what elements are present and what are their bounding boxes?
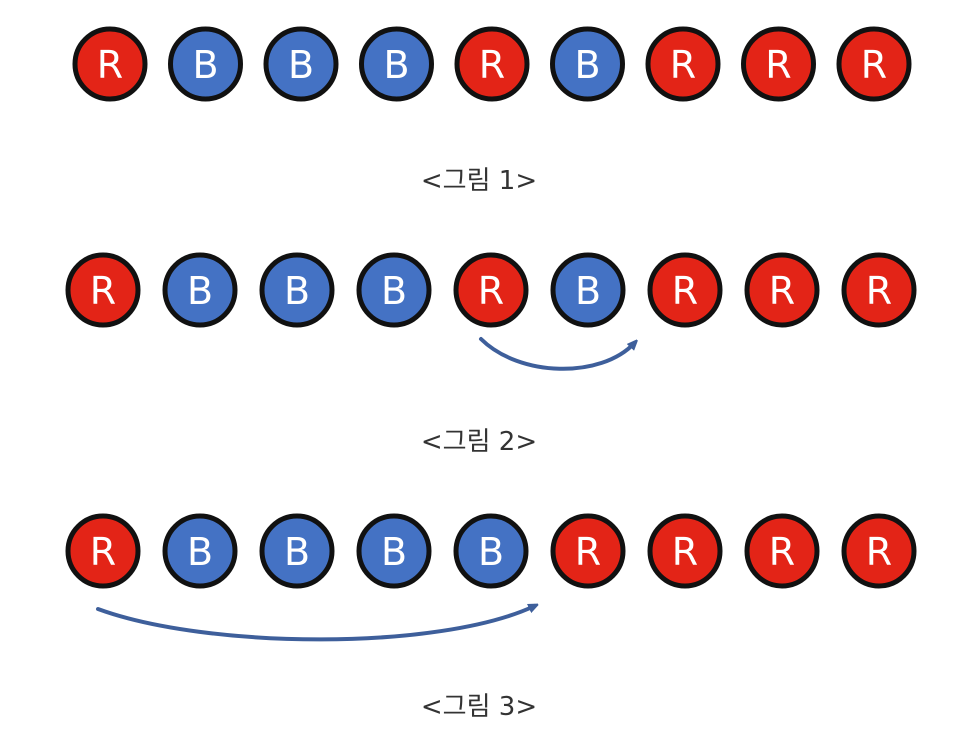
ball-letter: R — [479, 43, 505, 87]
ball-b: B — [359, 26, 434, 102]
ball-circle — [162, 513, 238, 589]
ball-letter: R — [866, 530, 892, 574]
ball-letter: B — [381, 269, 407, 313]
ball-r: R — [744, 252, 820, 328]
figure-2-move-arrow — [479, 337, 635, 371]
ball-r: R — [647, 252, 723, 328]
ball-circle — [741, 26, 816, 102]
ball-letter: B — [284, 530, 310, 574]
ball-circle — [841, 252, 917, 328]
ball-letter: R — [861, 43, 887, 87]
ball-circle — [647, 252, 723, 328]
figure-3-caption: <그림 3> — [420, 692, 538, 722]
ball-b: B — [259, 252, 335, 328]
ball-circle — [356, 513, 432, 589]
ball-r: R — [65, 513, 141, 589]
ball-circle — [162, 252, 238, 328]
ball-letter: R — [769, 269, 795, 313]
ball-b: B — [453, 513, 529, 589]
ball-b: B — [263, 26, 339, 102]
ball-circle — [744, 513, 820, 589]
ball-letter: B — [383, 43, 409, 87]
ball-r: R — [841, 252, 917, 328]
ball-b: B — [356, 252, 432, 328]
ball-circle — [454, 26, 530, 102]
ball-letter: R — [90, 530, 116, 574]
ball-circle — [65, 252, 141, 328]
figure-2-caption: <그림 2> — [420, 427, 538, 457]
ball-letter: R — [866, 269, 892, 313]
ball-circle — [263, 26, 339, 102]
ball-circle — [841, 513, 917, 589]
ball-circle — [836, 26, 912, 102]
ball-b: B — [259, 513, 335, 589]
ball-letter: R — [90, 269, 116, 313]
ball-letter: B — [284, 269, 310, 313]
ball-letter: B — [187, 530, 213, 574]
ball-b: B — [550, 252, 626, 328]
ball-letter: R — [670, 43, 696, 87]
ball-letter: B — [574, 43, 600, 87]
ball-letter: R — [478, 269, 504, 313]
ball-letter: B — [478, 530, 504, 574]
ball-letter: B — [192, 43, 218, 87]
ball-r: R — [453, 252, 529, 328]
ball-letter: B — [575, 269, 601, 313]
ball-r: R — [841, 513, 917, 589]
ball-letter: B — [187, 269, 213, 313]
ball-circle — [65, 513, 141, 589]
ball-b: B — [356, 513, 432, 589]
ball-letter: R — [765, 43, 791, 87]
figure-3-move-arrow — [96, 606, 535, 642]
ball-b: B — [168, 26, 243, 102]
ball-r: R — [550, 513, 626, 589]
ball-letter: R — [575, 530, 601, 574]
ball-letter: R — [769, 530, 795, 574]
ball-circle — [72, 26, 148, 102]
ball-circle — [647, 513, 723, 589]
ball-circle — [359, 26, 434, 102]
ball-r: R — [72, 26, 148, 102]
ball-r: R — [65, 252, 141, 328]
ball-circle — [453, 513, 529, 589]
ball-letter: R — [672, 269, 698, 313]
arrows-layer — [96, 337, 635, 642]
ball-circle — [550, 252, 626, 328]
ball-circle — [550, 513, 626, 589]
ball-letter: B — [288, 43, 314, 87]
ball-r: R — [454, 26, 530, 102]
ball-circle — [259, 252, 335, 328]
ball-b: B — [162, 252, 238, 328]
ball-circle — [744, 252, 820, 328]
ball-r: R — [647, 513, 723, 589]
ball-letter: R — [97, 43, 123, 87]
ball-r: R — [645, 26, 721, 102]
ball-circle — [645, 26, 721, 102]
ball-letter: R — [672, 530, 698, 574]
ball-circle — [453, 252, 529, 328]
ball-b: B — [162, 513, 238, 589]
ball-circle — [550, 26, 625, 102]
ball-circle — [168, 26, 243, 102]
ball-letter: B — [381, 530, 407, 574]
ball-r: R — [744, 513, 820, 589]
ball-circle — [259, 513, 335, 589]
ball-r: R — [741, 26, 816, 102]
figure-1-caption: <그림 1> — [420, 166, 538, 196]
ball-circle — [356, 252, 432, 328]
ball-b: B — [550, 26, 625, 102]
ball-r: R — [836, 26, 912, 102]
